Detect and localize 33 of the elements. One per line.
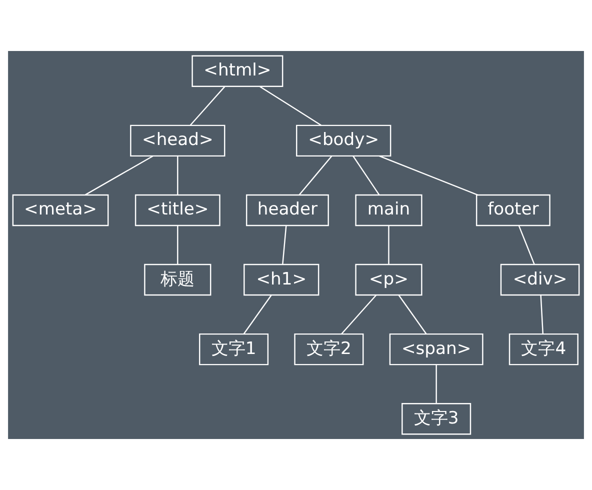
connector xyxy=(341,294,376,334)
node-box: footer xyxy=(476,194,550,226)
node-box: 文字2 xyxy=(294,333,364,366)
node-box: <div> xyxy=(500,264,580,296)
node-box: <html> xyxy=(192,55,284,87)
node-box: <meta> xyxy=(12,194,109,226)
connector xyxy=(378,155,478,196)
connector xyxy=(190,86,226,126)
connector xyxy=(243,294,272,334)
connector xyxy=(282,226,287,264)
connector xyxy=(177,156,178,195)
node-box: <title> xyxy=(134,194,220,226)
node-box: 文字4 xyxy=(508,333,578,366)
node-box: main xyxy=(355,194,422,226)
connector xyxy=(352,156,380,196)
node-box: <h1> xyxy=(244,264,320,296)
connector xyxy=(436,364,437,404)
node-box: <p> xyxy=(355,264,422,296)
node-box: <body> xyxy=(296,124,392,157)
node-box: <head> xyxy=(130,124,226,157)
node-box: 标题 xyxy=(144,264,212,296)
connector xyxy=(260,86,322,126)
connector xyxy=(85,156,154,196)
connector xyxy=(518,225,535,265)
connector xyxy=(298,156,332,196)
node-box: 文字1 xyxy=(199,333,269,366)
connector xyxy=(388,226,390,264)
connector xyxy=(540,295,544,334)
node-box: <span> xyxy=(389,333,484,366)
connector xyxy=(398,294,427,334)
node-box: 文字3 xyxy=(402,403,472,435)
node-box: header xyxy=(246,194,329,226)
connector xyxy=(177,226,178,264)
